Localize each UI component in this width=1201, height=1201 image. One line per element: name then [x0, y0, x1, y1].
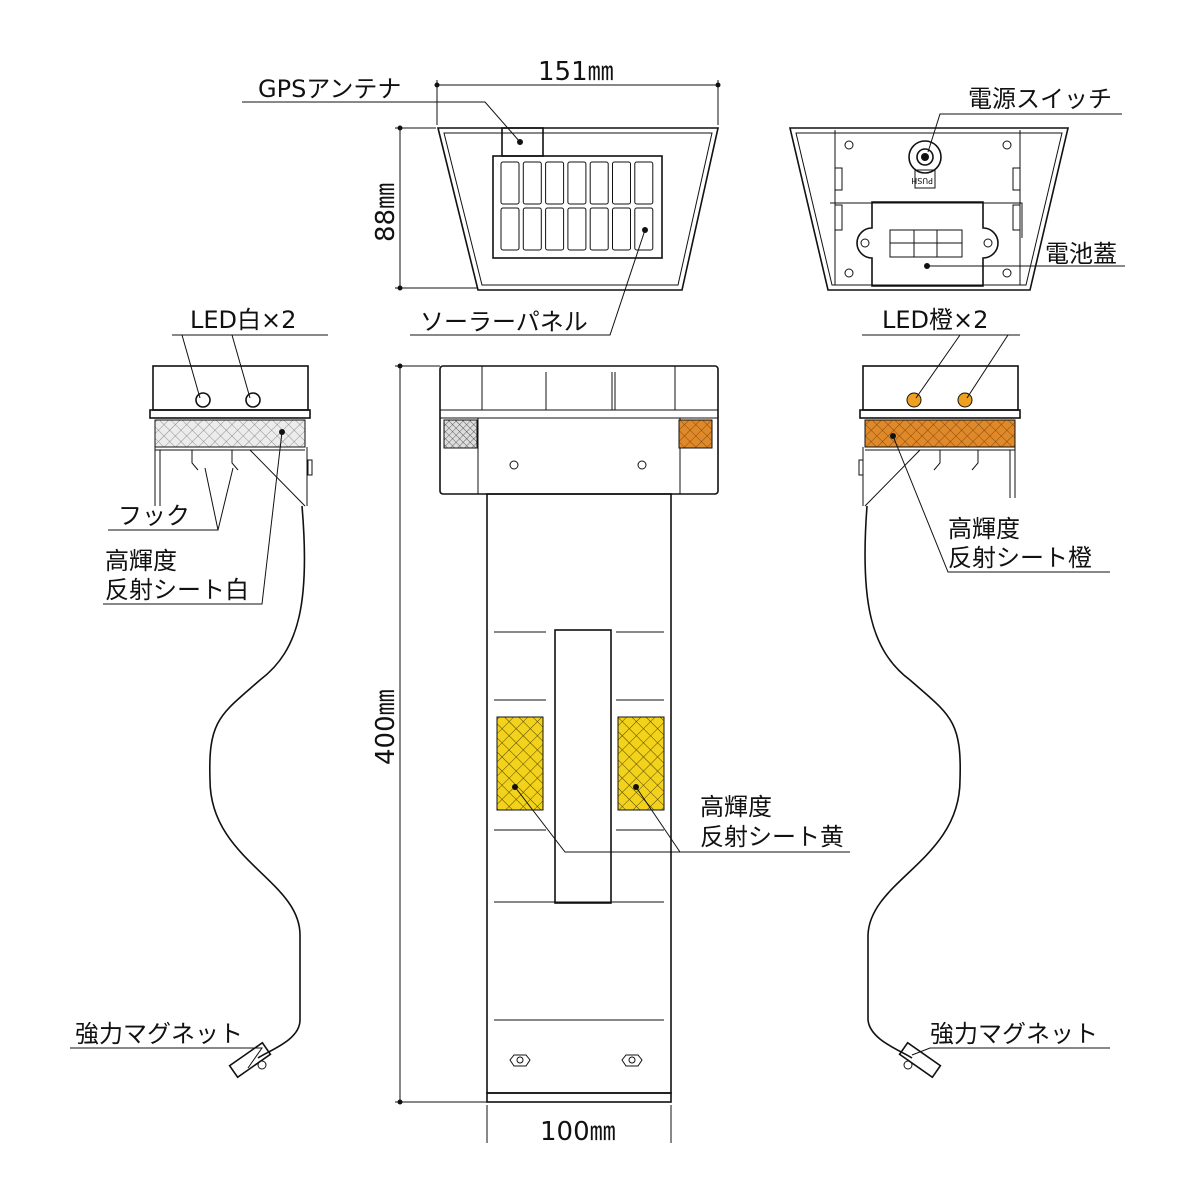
solar-cell [634, 161, 654, 205]
battery-cover[interactable] [856, 201, 999, 287]
led-white-1 [195, 392, 211, 408]
label-led-orange: LED橙×2 [882, 306, 988, 334]
right-side-view: LED橙×2 高輝度 反射シート橙 強力マグネット [858, 306, 1110, 1079]
label-hook: フック [118, 502, 190, 530]
dim-width: 151㎜ [538, 57, 614, 87]
solar-panel [492, 155, 663, 259]
magnet-left [228, 1041, 272, 1079]
reflector-side-orange [678, 419, 713, 449]
screw-icons [844, 140, 1012, 278]
power-switch[interactable]: PUSH [908, 140, 942, 189]
main-body: 高輝度 反射シート黄 400㎜ 100㎜ [371, 363, 850, 1147]
label-orange-2: 反射シート橙 [948, 544, 1092, 572]
push-label: PUSH [911, 176, 933, 185]
solar-cell [500, 161, 520, 205]
reflector-yellow-right [617, 716, 665, 811]
label-magnet-right: 強力マグネット [930, 1020, 1098, 1048]
solar-cell [545, 161, 565, 205]
reflector-side-white [443, 419, 478, 449]
bolt-icons [509, 1054, 643, 1067]
dim-pole-width: 100㎜ [540, 1117, 616, 1147]
reflector-orange [864, 419, 1016, 448]
back-view: PUSH 電源スイッチ 電池蓋 [788, 85, 1125, 291]
label-white-1: 高輝度 [105, 547, 177, 575]
dim-height: 88㎜ [371, 183, 401, 242]
solar-cell [545, 207, 565, 251]
label-magnet-left: 強力マグネット [75, 1020, 243, 1048]
solar-cell [522, 207, 542, 251]
label-white-2: 反射シート白 [105, 576, 249, 604]
solar-cell [589, 207, 609, 251]
front-view: 151㎜ 88㎜ GPSアンテナ ソーラーパネル [242, 57, 721, 336]
label-gps: GPSアンテナ [258, 75, 401, 103]
label-orange-1: 高輝度 [948, 515, 1020, 543]
solar-cell [522, 161, 542, 205]
solar-cell [589, 161, 609, 205]
led-orange-2 [957, 392, 973, 408]
label-battery-cover: 電池蓋 [1045, 240, 1117, 268]
reflector-yellow-left [496, 716, 544, 811]
label-power-switch: 電源スイッチ [968, 85, 1112, 113]
label-yellow-1: 高輝度 [700, 793, 772, 821]
solar-cell [567, 161, 587, 205]
label-yellow-2: 反射シート黄 [700, 823, 844, 851]
led-orange-1 [906, 392, 922, 408]
led-white-2 [245, 392, 261, 408]
dim-length: 400㎜ [371, 689, 401, 765]
solar-cell [612, 161, 631, 205]
solar-cell [612, 207, 631, 251]
solar-cell [634, 207, 654, 251]
left-side-view: LED白×2 フック 高輝度 反射シート白 強力マグネット [70, 306, 328, 1079]
label-led-white: LED白×2 [190, 306, 296, 334]
magnet-right [898, 1041, 942, 1079]
solar-cell [500, 207, 520, 251]
solar-cell [567, 207, 587, 251]
label-solar: ソーラーパネル [420, 308, 588, 336]
